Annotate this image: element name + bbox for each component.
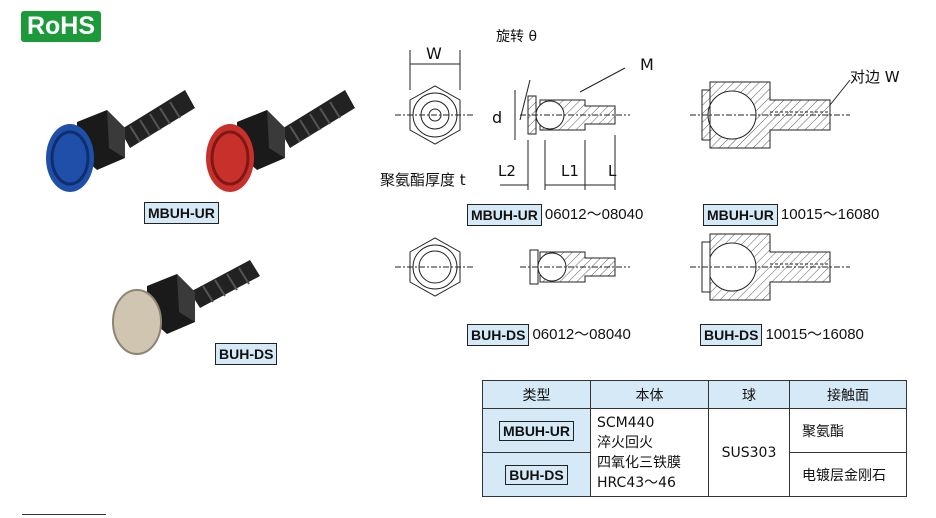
type-tag: MBUH-UR xyxy=(499,420,574,441)
thickness-label: 聚氨酯厚度 t xyxy=(380,171,466,189)
contact-cell: 聚氨酯 xyxy=(789,408,907,453)
body-cell: SCM440 淬火回火 四氧化三铁膜 HRC43～46 xyxy=(590,408,709,497)
buh-ds-photo xyxy=(112,260,260,355)
caption-range: 06012～08040 xyxy=(544,206,644,223)
caption-buh-ds-small: BUH-DS 06012～08040 xyxy=(467,324,631,346)
table-row: MBUH-UR SCM440 淬火回火 四氧化三铁膜 HRC43～46 SUS3… xyxy=(482,408,907,497)
hex-end-view-ds xyxy=(395,237,475,297)
body-line: 四氧化三铁膜 xyxy=(597,454,681,471)
caption-tag: BUH-DS xyxy=(700,324,763,346)
type-cell: MBUH-UR xyxy=(482,408,591,453)
w-label: W xyxy=(426,44,442,63)
caption-range: 10015～16080 xyxy=(765,326,864,343)
rohs-badge: RoHS xyxy=(21,11,101,42)
table-row: BUH-DS 电镀层金刚石 xyxy=(482,452,907,497)
type-tag: BUH-DS xyxy=(505,464,568,485)
l1-label: L1 xyxy=(561,162,579,180)
photo-label-mbuh-ur: MBUH-UR xyxy=(144,202,219,224)
type-cell: BUH-DS xyxy=(482,452,591,497)
diamond-pad-icon xyxy=(113,290,161,354)
spec-table: 类型 本体 球 接触面 MBUH-UR SCM440 淬火回火 四氧化三铁膜 H… xyxy=(482,380,907,497)
body-line: SCM440 xyxy=(597,414,655,431)
across-flats-label: 对边 W xyxy=(850,68,900,86)
header-ball: 球 xyxy=(708,380,790,409)
product-photos xyxy=(46,90,355,355)
mbuh-ur-small-section xyxy=(500,67,630,190)
photo-label-buh-ds: BUH-DS xyxy=(215,343,278,365)
d-label: d xyxy=(492,108,503,127)
mbuh-ur-blue-photo xyxy=(46,90,195,192)
caption-range: 10015～16080 xyxy=(780,206,880,223)
buh-ds-large-section xyxy=(690,233,850,301)
contact-cell: 电镀层金刚石 xyxy=(789,452,907,497)
caption-mbuh-ur-large: MBUH-UR 10015～16080 xyxy=(703,204,879,226)
header-contact: 接触面 xyxy=(789,380,907,409)
buh-ds-small-section xyxy=(520,249,630,285)
caption-tag: MBUH-UR xyxy=(467,204,542,226)
l-label: L xyxy=(608,162,617,180)
caption-buh-ds-large: BUH-DS 10015～16080 xyxy=(700,324,864,346)
hex-end-view xyxy=(395,50,475,145)
caption-tag: MBUH-UR xyxy=(703,204,778,226)
rotation-label: 旋转 θ xyxy=(496,29,538,45)
l2-label: L2 xyxy=(498,162,516,180)
caption-tag: BUH-DS xyxy=(467,324,530,346)
mbuh-ur-large-section xyxy=(690,79,851,149)
body-line: 淬火回火 xyxy=(597,434,653,451)
header-body: 本体 xyxy=(590,380,709,409)
header-type: 类型 xyxy=(482,380,591,409)
footer-divider xyxy=(22,514,106,515)
technical-drawings xyxy=(395,50,851,301)
m-label: M xyxy=(640,55,654,74)
body-line: HRC43～46 xyxy=(597,474,676,491)
table-header-row: 类型 本体 球 接触面 xyxy=(482,380,907,409)
mbuh-ur-red-photo xyxy=(206,90,355,192)
caption-mbuh-ur-small: MBUH-UR 06012～08040 xyxy=(467,204,643,226)
caption-range: 06012～08040 xyxy=(532,326,631,343)
ball-cell: SUS303 xyxy=(708,408,790,497)
